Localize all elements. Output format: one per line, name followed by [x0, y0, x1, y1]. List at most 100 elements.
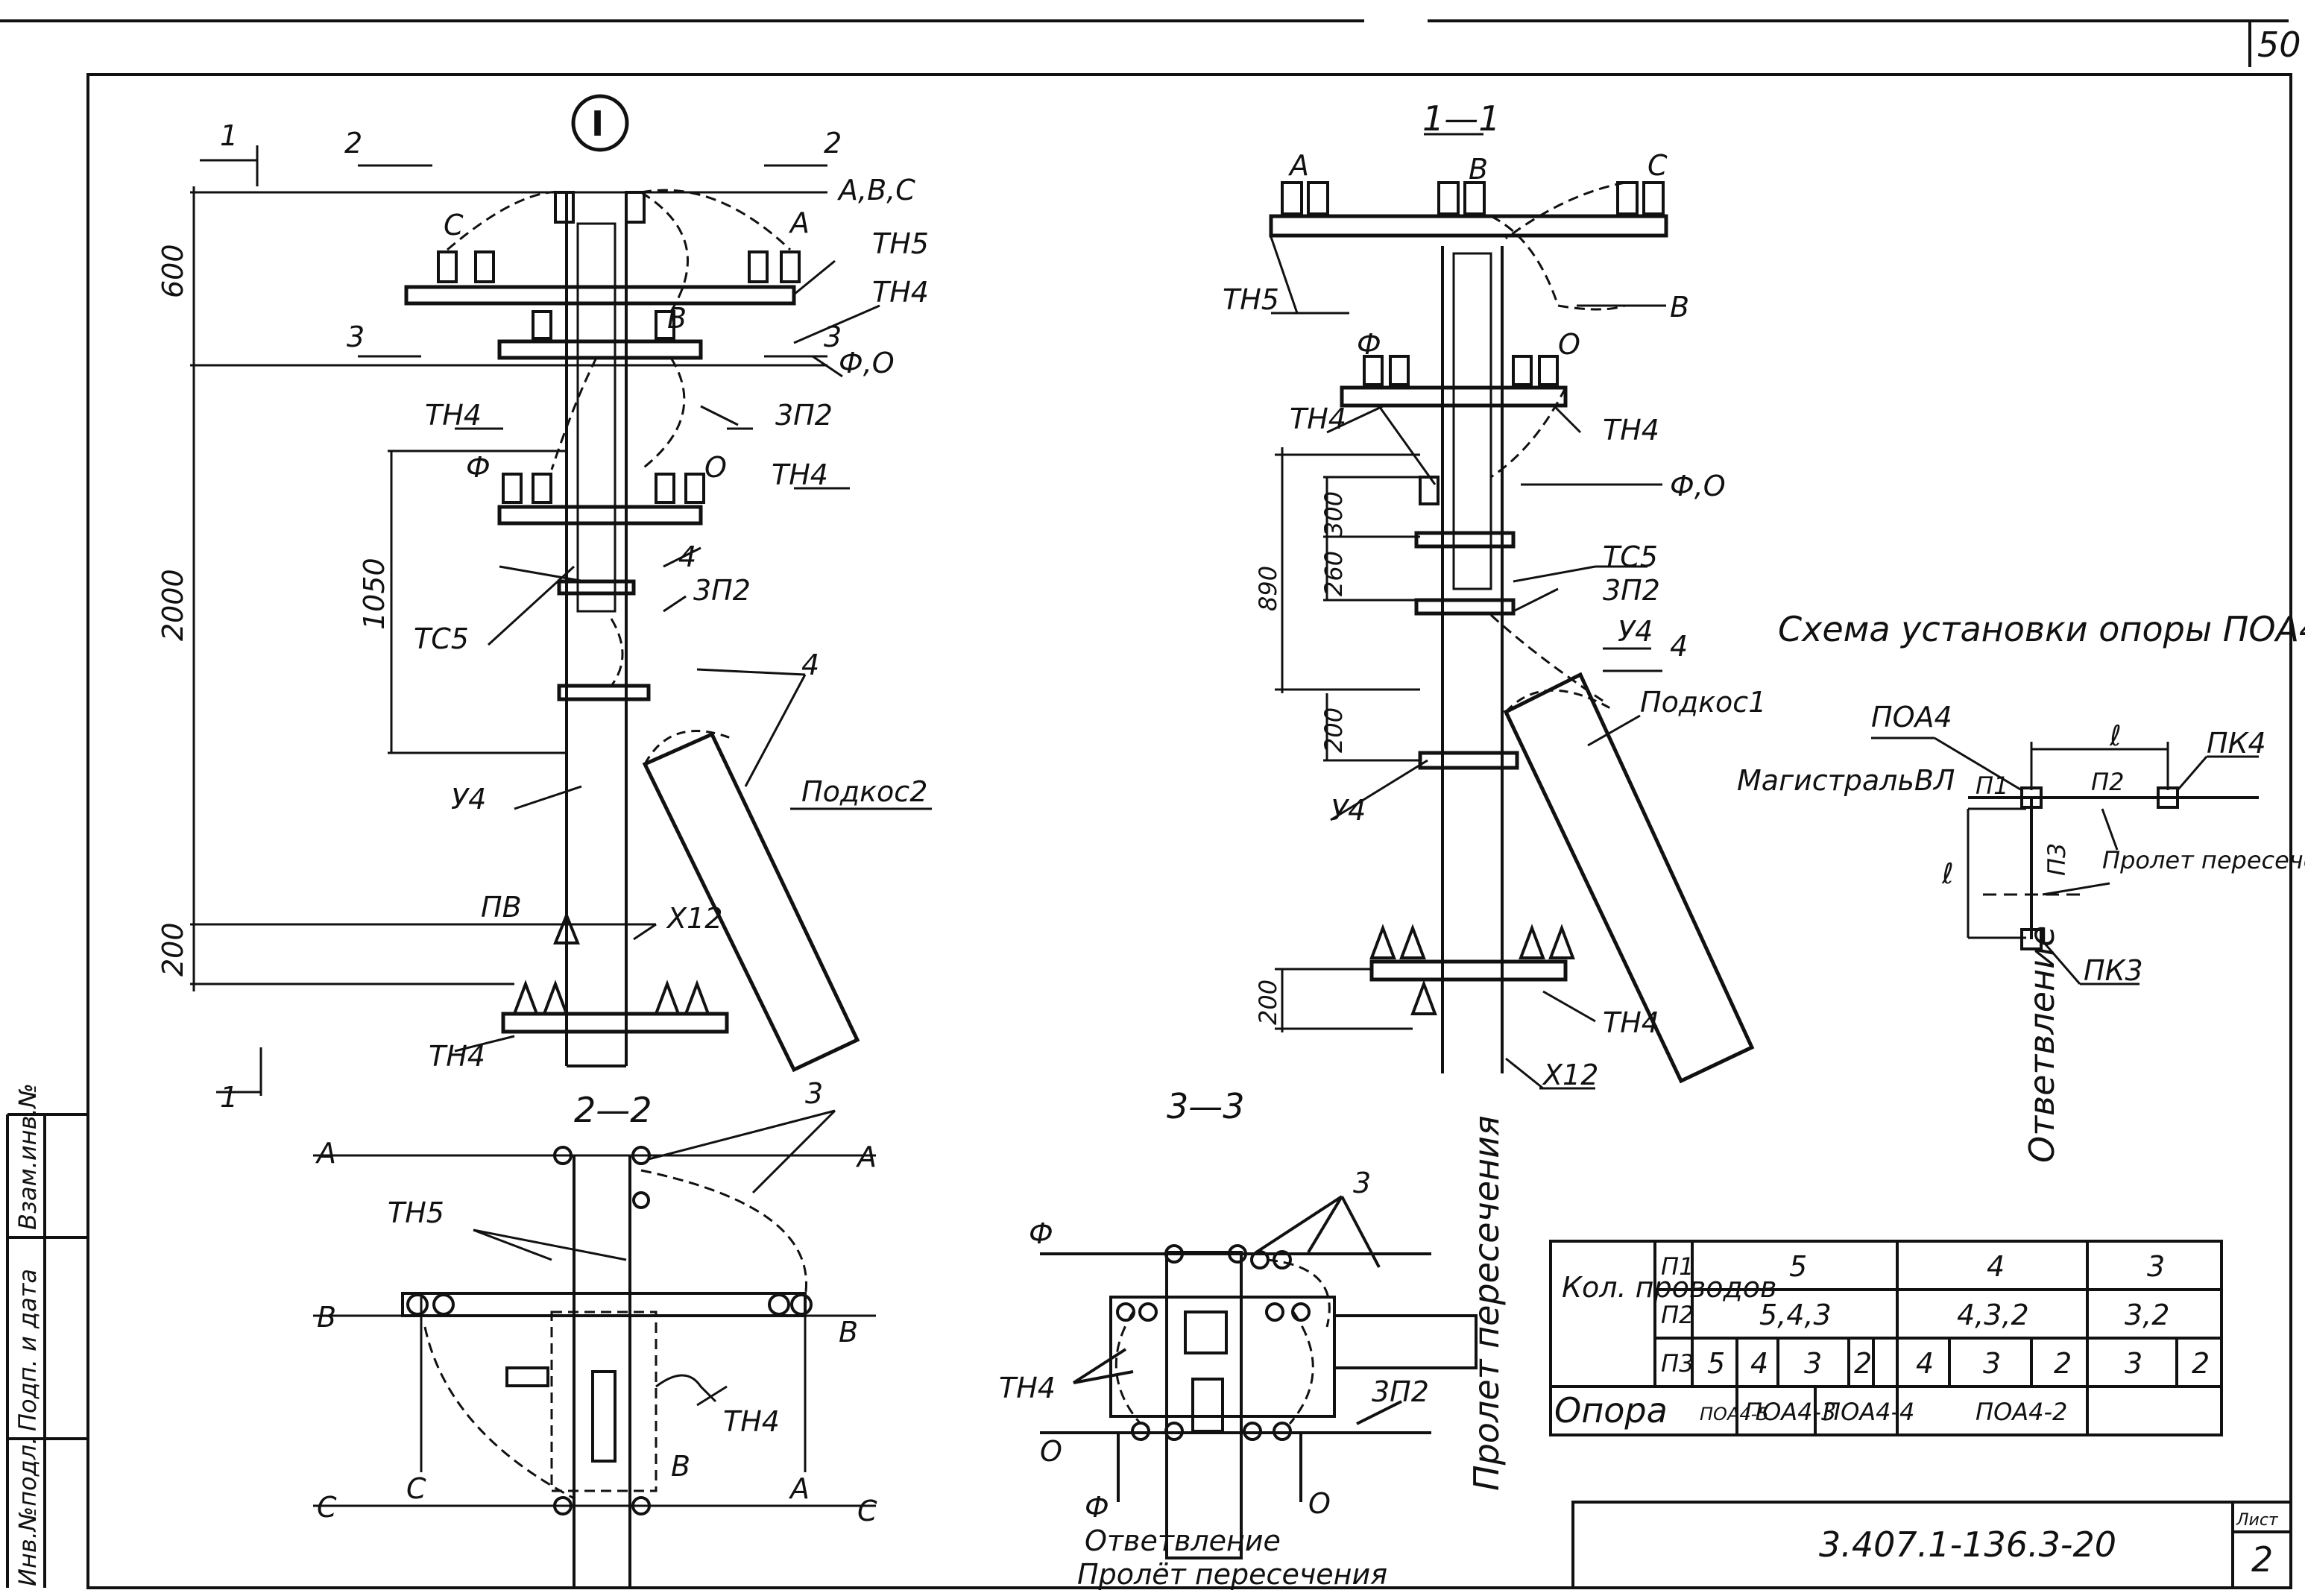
table-support-3: ПОА4-4 — [1823, 1398, 1914, 1426]
sheet-frame — [0, 19, 2292, 1589]
table-n2-a: 5,4,3 — [1759, 1299, 1832, 1331]
scheme: Схема установки опоры ПОА4 ПОА4 Магистра… — [1737, 609, 2305, 1163]
table-support-4: ПОА4-2 — [1976, 1398, 2067, 1426]
table-n3-3: 3 — [1804, 1347, 1822, 1380]
view-1-1-brace — [1503, 672, 1755, 1084]
main-dimensions — [190, 145, 932, 1096]
view-1-1-podkos1: Подкос1 — [1640, 686, 1766, 719]
view-marker-circle — [571, 94, 629, 152]
scheme-p2: П2 — [2091, 768, 2124, 796]
view-1-1-zp2: 3П2 — [1603, 574, 1660, 607]
dim-2000: 2000 — [157, 569, 189, 641]
zp2-label-a: 3П2 — [775, 399, 833, 432]
table-n1-c: 3 — [2147, 1250, 2165, 1283]
stamp-inv-podl: Инв.№подл. — [13, 1437, 42, 1586]
view-3-3: 3—3 Ф О Ф О ТН4 3П2 3 Ответвление Пролёт… — [999, 1086, 1507, 1591]
view-2-2-tn4: ТН4 — [723, 1405, 780, 1438]
main-wires — [447, 189, 792, 687]
view-2-2-b-right: В — [839, 1316, 858, 1349]
view-3-3-o-left: О — [1040, 1435, 1062, 1468]
view-1-1-dim-890: 890 — [1254, 566, 1282, 611]
table-header-wires: Кол. проводов — [1562, 1271, 1776, 1304]
scheme-l-left: ℓ — [1941, 857, 1954, 890]
view-2-2-clamps — [406, 1146, 813, 1515]
scheme-poa4: ПОА4 — [1871, 701, 1952, 734]
view-2-2: 2—2 А А В В С С С А В ТН5 ТН4 3 — [313, 1077, 877, 1588]
view-2-2-a-right: А — [855, 1141, 877, 1173]
scheme-main-line: МагистральВЛ — [1737, 764, 1955, 797]
scheme-l-top: ℓ — [2109, 719, 2122, 752]
view-2-2-c-mid: С — [406, 1472, 426, 1505]
phase-c-label: С — [444, 209, 464, 242]
view-1-1-f-o: Ф,О — [1670, 470, 1726, 502]
tn5-label: ТН5 — [872, 227, 929, 260]
tn4-label-bottom: ТН4 — [429, 1040, 485, 1073]
view-2-2-tn5: ТН5 — [388, 1196, 444, 1229]
view-2-2-b-left: В — [317, 1301, 336, 1334]
dim-1050: 1050 — [358, 558, 391, 630]
section-2-marker-right: 2 — [824, 127, 842, 160]
table-n3-2: 4 — [1750, 1347, 1768, 1380]
scheme-p1: П1 — [1976, 772, 2008, 800]
scheme-pk4: ПК4 — [2207, 727, 2266, 760]
view-1-1-phase-o: О — [1558, 328, 1580, 361]
view-1-1: 1—1 А В С В ТН5 Ф О ТН4 ТН4 Ф,О ТС5 3П2 … — [1223, 98, 1766, 1091]
podkos2-label: Подкос2 — [801, 775, 927, 808]
view-1-1-insulators — [1281, 181, 1665, 1015]
view-2-2-wires — [313, 1109, 876, 1507]
view-1-1-title: 1—1 — [1422, 98, 1501, 139]
view-3-3-tn4: ТН4 — [999, 1372, 1056, 1404]
view-3-3-f-top: Ф — [1029, 1217, 1053, 1250]
table-row-label-p3: П3 — [1661, 1349, 1694, 1378]
table-n3-4: 2 — [1854, 1347, 1872, 1380]
num4-label-b: 4 — [801, 649, 819, 681]
view-3-3-num3: 3 — [1353, 1167, 1371, 1199]
f-o-label: Ф,О — [839, 347, 895, 379]
view-3-3-zp2: 3П2 — [1372, 1375, 1429, 1408]
view-1-1-phase-f: Ф — [1357, 328, 1381, 361]
phase-a-label: А — [788, 206, 810, 239]
main-pole — [565, 192, 628, 1067]
view-3-3-f-bottom: Ф — [1085, 1491, 1109, 1524]
view-2-2-b-mid: В — [671, 1450, 690, 1483]
view-3-3-structure — [1040, 1195, 1478, 1559]
dim-600: 600 — [157, 244, 189, 298]
section-1-marker-bottom: 1 — [220, 1081, 238, 1114]
main-insulators — [437, 191, 801, 1015]
main-crossarms — [404, 285, 796, 1034]
view-1-1-dimensions — [1270, 133, 1666, 1090]
view-1-1-phase-b-side: В — [1670, 291, 1689, 324]
table-support-label: Опора — [1554, 1390, 1668, 1431]
section-3-marker: 3 — [347, 321, 365, 353]
table-n3-9: 2 — [2192, 1347, 2210, 1380]
table-n1-b: 4 — [1987, 1250, 2005, 1283]
view-1-1-tn4-left: ТН4 — [1290, 403, 1346, 435]
view-1-1-tn4-right: ТН4 — [1603, 414, 1659, 447]
view-1-1-phase-c: С — [1647, 149, 1668, 182]
section-1-marker: 1 — [220, 119, 238, 152]
view-2-2-a-mid: А — [788, 1472, 810, 1505]
view-3-3-o-bottom: О — [1308, 1487, 1331, 1520]
view-marker: I — [591, 104, 604, 144]
tn4-label-c: ТН4 — [772, 458, 828, 491]
view-1-1-dim-200b: 200 — [1254, 980, 1282, 1025]
num4-label-a: 4 — [678, 540, 696, 573]
view-1-1-pole — [1441, 246, 1504, 1073]
view-1-1-dim-200a: 200 — [1319, 707, 1348, 753]
table-n3-1: 5 — [1707, 1347, 1725, 1380]
scheme-span-label: Пролет пересечения — [2102, 846, 2305, 874]
table-n2-b: 4,3,2 — [1957, 1299, 2029, 1331]
view-2-2-num3: 3 — [805, 1077, 823, 1110]
table-row-label-p1: П1 — [1661, 1252, 1694, 1281]
table-n3-7: 2 — [2054, 1347, 2072, 1380]
table-n1-a: 5 — [1789, 1250, 1807, 1283]
view-1-1-x12: Х12 — [1542, 1059, 1598, 1091]
table-grid — [1549, 1240, 2223, 1436]
scheme-p3: П3 — [2043, 843, 2071, 876]
view-1-1-tn4-bottom: ТН4 — [1603, 1006, 1659, 1039]
view-2-2-c-right: С — [857, 1495, 877, 1527]
scheme-branch: Ответвление — [2022, 926, 2062, 1163]
page-number: 50 — [2257, 25, 2301, 65]
u4-label: У4 — [451, 783, 486, 816]
